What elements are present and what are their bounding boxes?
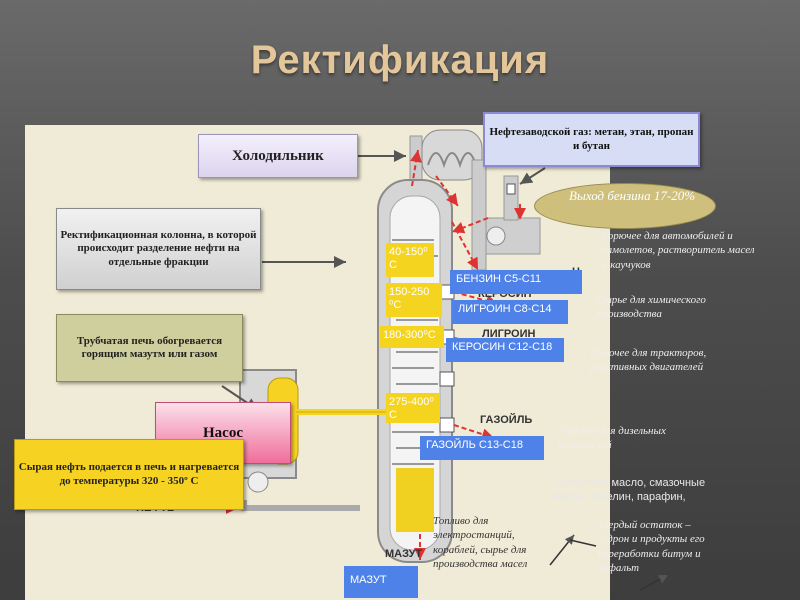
refinery-gas-label: Нефтезаводской газ: метан, этан, пропан … bbox=[483, 112, 700, 167]
use-description: Горючее для тракторов, реактивных двигат… bbox=[590, 347, 707, 374]
condenser-coil bbox=[427, 152, 477, 169]
use-description: Твердый остаток – гудрон и продукты его … bbox=[598, 519, 705, 574]
temperature-label: 275-400⁰ С bbox=[386, 393, 440, 423]
feed-pipe bbox=[241, 500, 360, 511]
use-description: Горючее для автомобилей и самолетов, рас… bbox=[602, 230, 755, 271]
temperature-label: 150-250 ⁰С bbox=[386, 283, 442, 317]
crude-oil-label: Сырая нефть подается в печь и нагреваетс… bbox=[14, 439, 244, 510]
arrow-gas bbox=[519, 167, 546, 185]
gasoline-yield-label: Выход бензина 17-20% bbox=[534, 183, 716, 229]
temperature-label: 40-150⁰ С bbox=[386, 243, 434, 277]
column-bottom-liquid bbox=[396, 468, 434, 532]
line-residue bbox=[569, 539, 597, 547]
fraction-label: МАЗУТ bbox=[344, 566, 418, 598]
reflux-pipe bbox=[471, 159, 487, 271]
arrow-residue bbox=[639, 574, 669, 591]
side-valve bbox=[439, 371, 455, 387]
fraction-label: ГАЗОЙЛЬ С13-С18 bbox=[420, 436, 544, 460]
condenser bbox=[421, 129, 483, 181]
fraction-label: БЕНЗИН С5-С11 bbox=[450, 270, 582, 294]
use-description: Горючее для дизельных двигателей bbox=[558, 425, 666, 452]
bg-label-ligroin: ЛИГРОИН bbox=[482, 328, 536, 340]
use-description: Топливо для электростанций, кораблей, сы… bbox=[433, 515, 528, 570]
furnace-description: Трубчатая печь обогревается горящим мазу… bbox=[56, 314, 243, 382]
gas-valve bbox=[506, 183, 516, 195]
column-description: Ректификационная колонна, в которой прои… bbox=[56, 208, 261, 290]
gas-pipe bbox=[503, 175, 519, 221]
page-title: Ректификация bbox=[250, 38, 550, 82]
use-description: Сырье для химического производства bbox=[597, 294, 706, 321]
cooler-label: Холодильник bbox=[198, 134, 358, 178]
fraction-label: ЛИГРОИН С8-С14 bbox=[452, 300, 568, 324]
use-description: Соляровое масло, смазочные масла, вазели… bbox=[552, 477, 706, 504]
bg-label-gasoil: ГАЗОЙЛЬ bbox=[480, 414, 533, 426]
temperature-label: 180-300⁰С bbox=[380, 326, 444, 348]
bg-label-fuel-oil: МАЗУТ bbox=[385, 548, 423, 560]
side-valve bbox=[439, 417, 455, 433]
receiver-gauge bbox=[486, 226, 506, 246]
fraction-label: КЕРОСИН С12-С18 bbox=[446, 338, 564, 362]
feed-pump-wheel bbox=[247, 471, 269, 493]
